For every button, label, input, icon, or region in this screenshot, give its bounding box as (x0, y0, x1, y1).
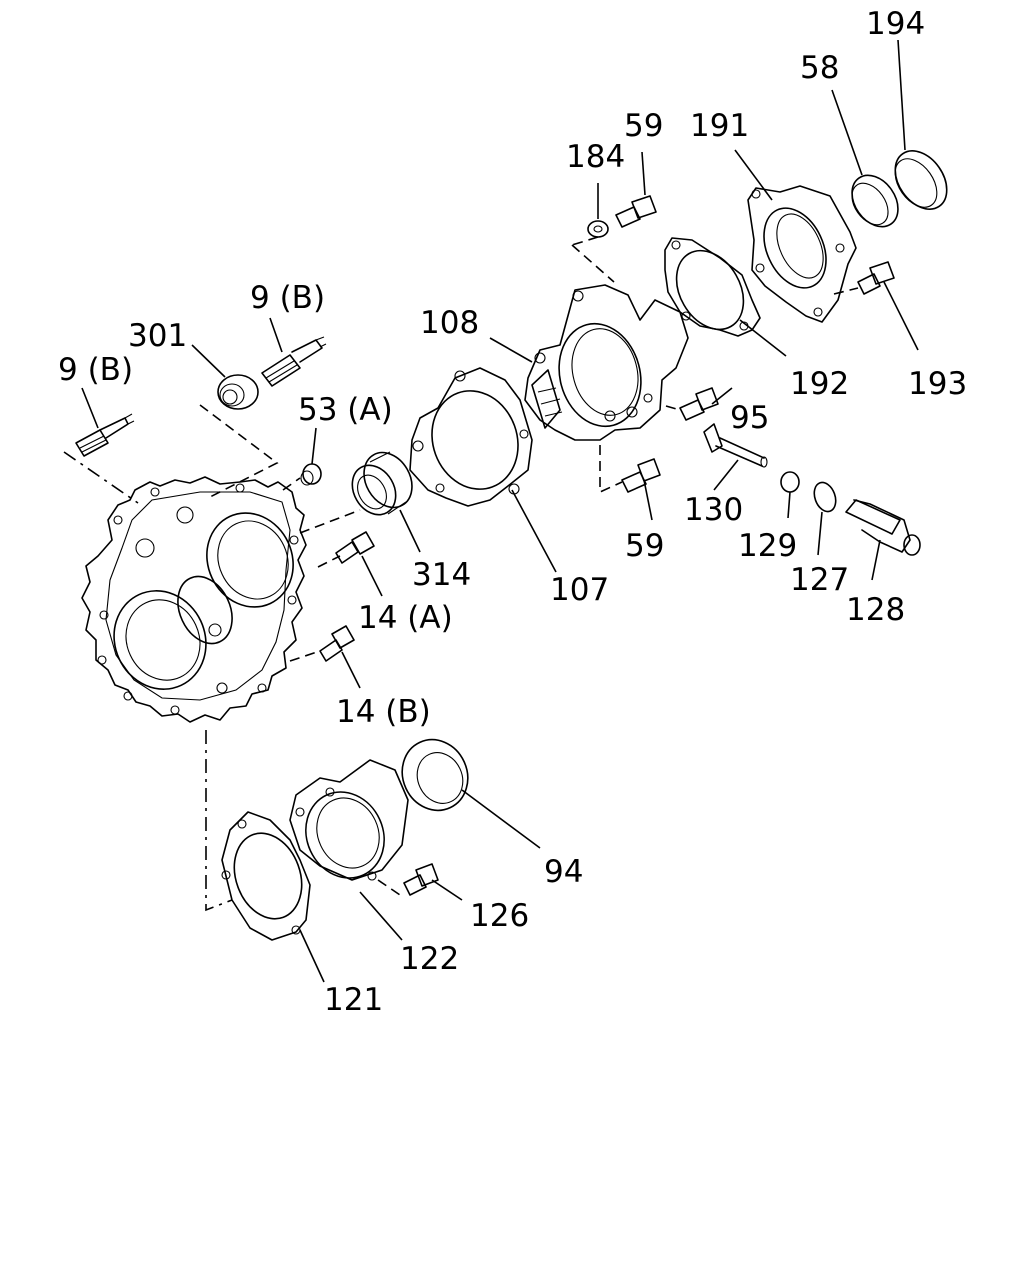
part-127-oring (813, 481, 837, 513)
callout-94: 94 (544, 854, 583, 890)
bolt-193 (857, 261, 895, 295)
bolt-14a (335, 531, 375, 564)
part-121-gasket (221, 811, 311, 941)
part-192-gasket (664, 237, 761, 337)
part-122-retainer (289, 759, 409, 881)
transmission-housing (81, 476, 307, 723)
assembly-lines (63, 236, 859, 912)
part-314-bearing (351, 451, 413, 516)
part-58-seal (851, 174, 899, 228)
callout-191: 191 (690, 108, 749, 144)
callout-9b-upper: 9 (B) (250, 280, 325, 316)
callout-127: 127 (790, 562, 849, 598)
callout-14b: 14 (B) (336, 694, 431, 730)
callout-labels: 194 58 59 191 184 9 (B) 301 108 9 (B) 53… (58, 6, 967, 1018)
callout-9b-left: 9 (B) (58, 352, 133, 388)
callout-107: 107 (550, 572, 609, 608)
callout-59-top: 59 (624, 108, 663, 144)
part-128-sensor (845, 499, 921, 556)
callout-194: 194 (866, 6, 925, 42)
callout-193: 193 (908, 366, 967, 402)
callout-128: 128 (846, 592, 905, 628)
callout-121: 121 (324, 982, 383, 1018)
part-53a-plug (300, 463, 322, 486)
part-184-washer (587, 220, 609, 238)
part-94-oil-seal (401, 738, 469, 812)
part-107-gasket (409, 367, 533, 507)
callout-126: 126 (470, 898, 529, 934)
bolt-95 (679, 387, 719, 421)
callout-108: 108 (420, 305, 479, 341)
part-129-plug (780, 471, 800, 493)
bolt-59-top (615, 195, 657, 228)
part-191-retainer (747, 185, 857, 323)
callout-184: 184 (566, 139, 625, 175)
callout-58: 58 (800, 50, 839, 86)
part-108-adapter-case (524, 284, 689, 441)
callout-192: 192 (790, 366, 849, 402)
sensor-9b-upper (261, 336, 327, 387)
bolt-14b (319, 625, 355, 662)
bolt-126 (403, 863, 439, 896)
callout-59-mid: 59 (625, 528, 664, 564)
callout-95: 95 (730, 400, 769, 436)
callout-129: 129 (738, 528, 797, 564)
callout-301: 301 (128, 318, 187, 354)
part-130-shaft (703, 423, 768, 468)
part-301-seal (217, 374, 259, 410)
callout-314: 314 (412, 557, 471, 593)
callout-130: 130 (684, 492, 743, 528)
callout-14a: 14 (A) (358, 600, 453, 636)
callout-122: 122 (400, 941, 459, 977)
callout-53a: 53 (A) (298, 392, 393, 428)
bolt-59-mid (621, 458, 661, 493)
sensor-9b-left (75, 413, 135, 457)
leader-lines (81, 39, 919, 983)
part-194-seal (894, 150, 948, 210)
